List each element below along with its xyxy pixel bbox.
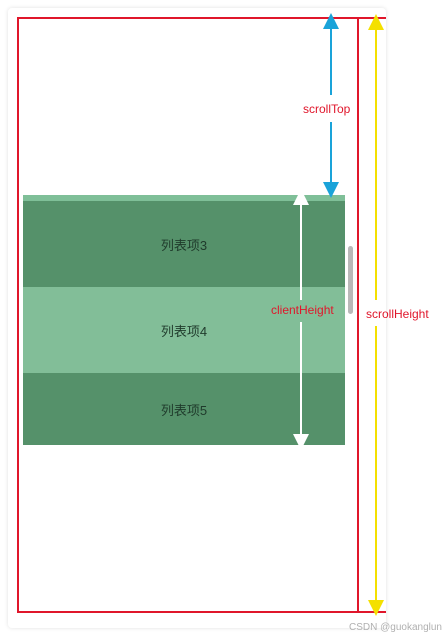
list-item: 列表项4 — [23, 287, 345, 373]
watermark-credit: CSDN @guokanglun — [349, 622, 442, 633]
scroll-height-label: scrollHeight — [366, 307, 429, 321]
scrollbar-thumb[interactable] — [348, 246, 353, 314]
list-item-label: 列表项3 — [160, 237, 208, 253]
list-item-label: 列表项4 — [160, 323, 208, 339]
list-item: 列表项3 — [23, 201, 345, 287]
scroll-container-outline — [17, 17, 359, 613]
client-height-label: clientHeight — [271, 303, 334, 317]
list-item: 列表项5 — [23, 373, 345, 445]
list-item-partial — [23, 195, 345, 201]
scroll-top-label: scrollTop — [303, 102, 351, 116]
list-item-label: 列表项5 — [160, 402, 208, 418]
